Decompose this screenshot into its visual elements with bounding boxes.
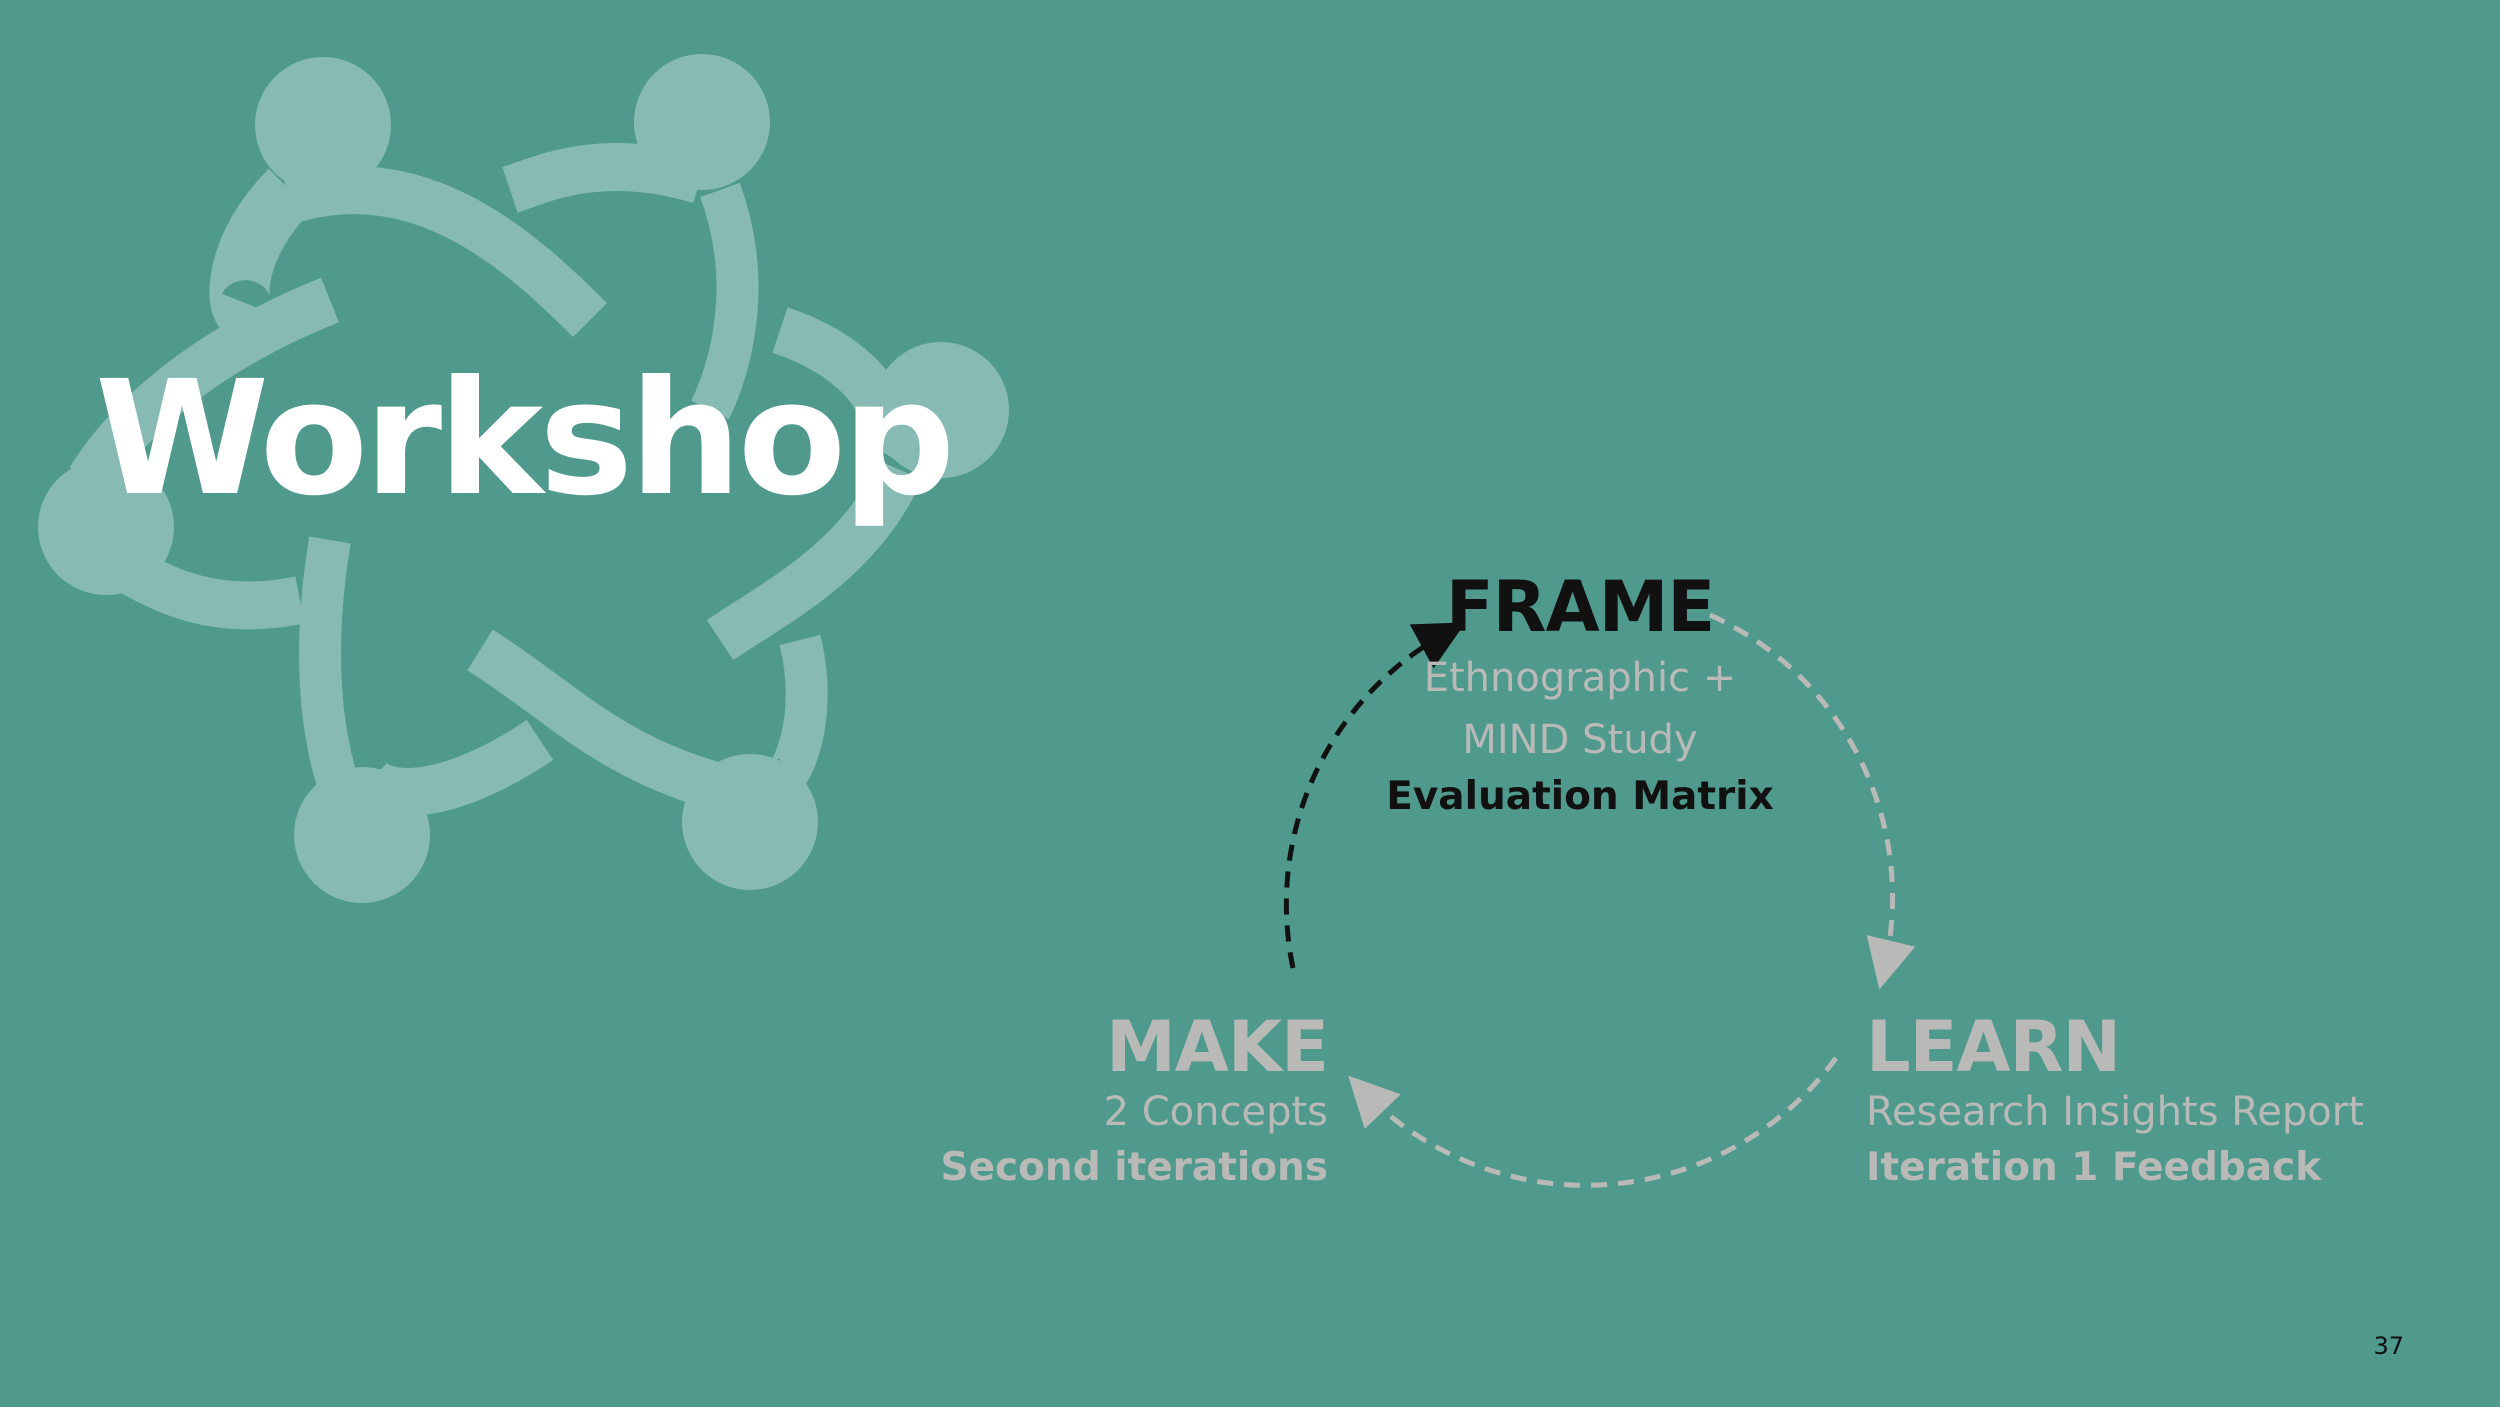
learn-heading: LEARN	[1866, 1006, 2121, 1088]
frame-line-1: Ethnographic +	[1423, 655, 1737, 701]
team-circle-icon	[38, 54, 1009, 903]
make-line-1: 2 Concepts	[1103, 1089, 1328, 1135]
learn-line-2: Iteration 1 Feedback	[1866, 1145, 2322, 1190]
make-heading: MAKE	[1106, 1006, 1329, 1088]
arrow-frame-to-learn	[1708, 612, 1916, 990]
frame-heading: FRAME	[1445, 566, 1715, 648]
frame-line-2: MIND Study	[1462, 717, 1698, 763]
frame-line-3: Evaluation Matrix	[1386, 774, 1774, 819]
arrow-learn-to-make	[1348, 1056, 1839, 1188]
page-number: 37	[2373, 1332, 2404, 1360]
page-title: Workshop	[95, 347, 955, 531]
make-line-2: Second iterations	[940, 1145, 1328, 1190]
arrow-make-to-frame	[1283, 622, 1466, 969]
learn-line-1: Research Insights Report	[1866, 1089, 2364, 1135]
